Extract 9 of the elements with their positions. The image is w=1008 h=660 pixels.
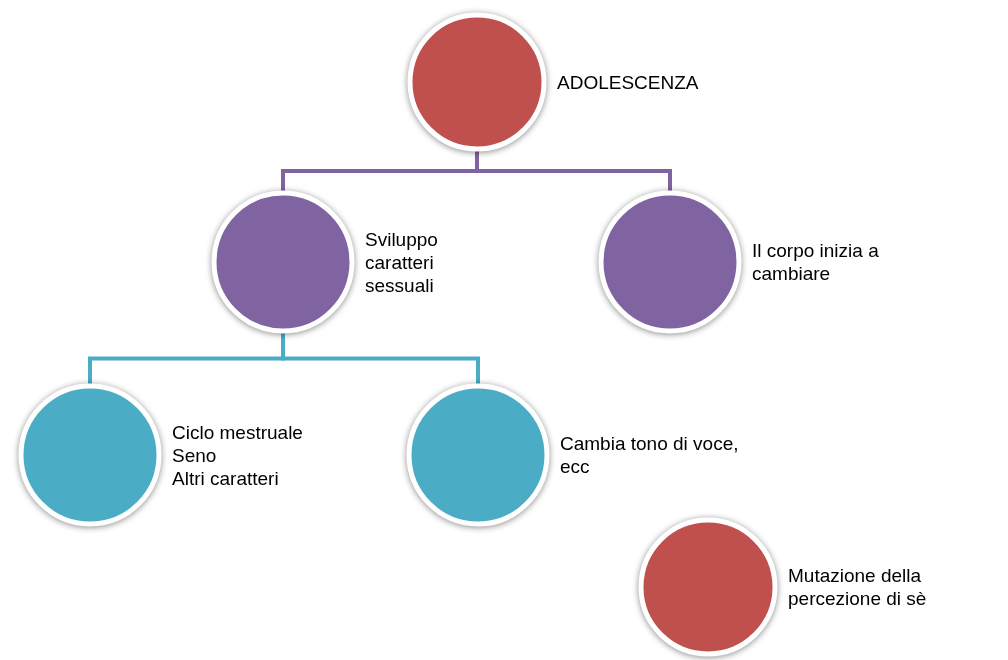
node-label: Il corpo inizia a cambiare: [752, 239, 880, 285]
node-label: Sviluppo caratteri sessuali: [365, 227, 439, 297]
node-label: ADOLESCENZA: [557, 70, 700, 94]
node-label: Mutazione della percezione di sè: [788, 564, 928, 610]
node-label: Ciclo mestruale: [172, 420, 304, 444]
node-label: Altri caratteri: [172, 466, 280, 490]
node-label: Cambia tono di voce, ecc: [560, 432, 740, 478]
connector-line: [281, 333, 480, 384]
node-label: Seno: [172, 443, 218, 467]
